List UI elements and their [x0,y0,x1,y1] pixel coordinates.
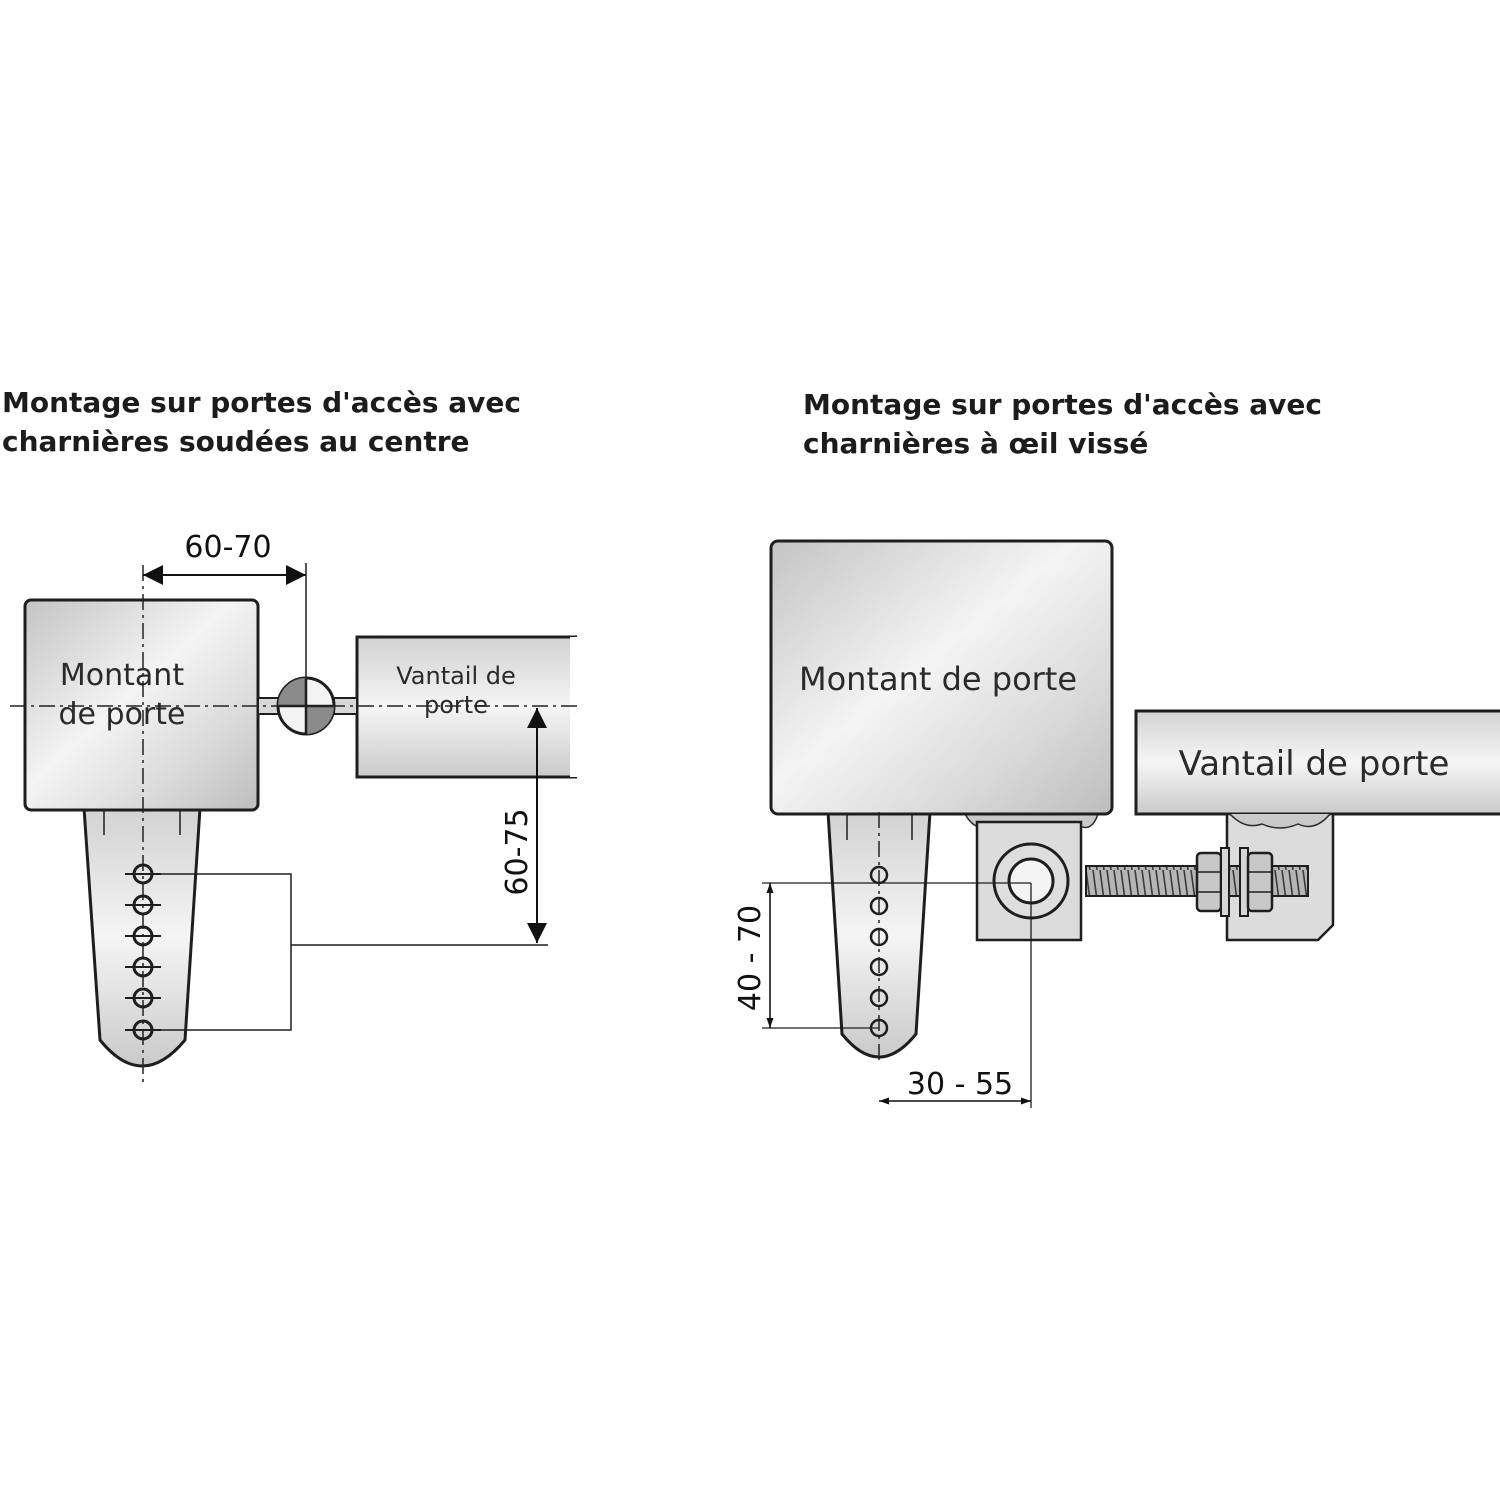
left-dim-horizontal-label: 60-70 [184,530,271,565]
right-nut-assembly [1195,847,1274,917]
right-title-line-1: Montage sur portes d'accès avec [803,388,1322,421]
left-leaf-label-line-2: porte [424,691,488,719]
right-dimension-horizontal: 30 - 55 [879,1067,1031,1105]
left-diagram-title: Montage sur portes d'accès avec charnièr… [2,383,521,461]
left-hole-range-bracket [152,873,292,1031]
left-dimension-vertical: 60-75 [500,708,547,943]
right-leaf-label: Vantail de porte [1179,744,1450,784]
right-dimension-vertical: 40 - 70 [733,883,774,1028]
washer [1220,847,1230,917]
left-diagram: Montant de porte Vantail de porte [10,530,579,1082]
right-dim-vertical-label: 40 - 70 [733,905,768,1011]
right-door-post [769,539,1114,816]
right-title-line-2: charnières à œil vissé [803,427,1149,460]
left-dim-vertical-label: 60-75 [500,808,535,895]
left-post-label-line-1: Montant [60,658,184,693]
left-post-label-line-2: de porte [59,697,186,732]
bolt-hole [869,927,889,947]
right-bolt-holes [869,865,889,1038]
bolt-hole [869,988,889,1008]
nut [1195,851,1223,913]
right-door-leaf [1134,709,1500,816]
right-diagram-title: Montage sur portes d'accès avec charnièr… [803,385,1322,463]
bolt-hole [869,896,889,916]
bolt-hole [869,957,889,977]
nut [1246,851,1274,913]
right-diagram: Montant de porte Vantail de porte [733,539,1500,1108]
left-dimension-horizontal: 60-70 [143,530,307,680]
left-title-line-2: charnières soudées au centre [2,425,470,458]
left-title-line-1: Montage sur portes d'accès avec [2,386,521,419]
right-dim-horizontal-label: 30 - 55 [907,1067,1013,1102]
right-post-label: Montant de porte [799,660,1077,698]
left-leaf-label-line-1: Vantail de [396,662,516,690]
